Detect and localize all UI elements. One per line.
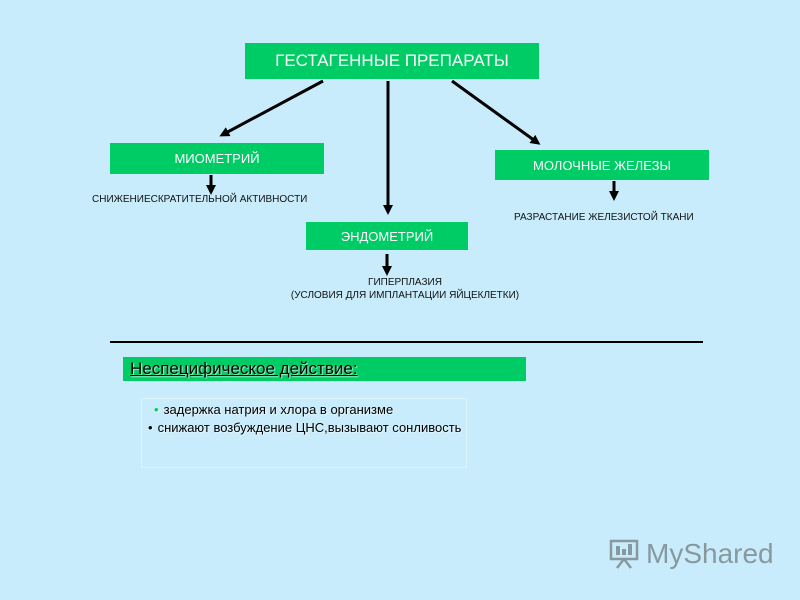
myometrium-label: МИОМЕТРИЙ (174, 151, 260, 166)
nonspecific-list: • задержка натрия и хлора в организме • сн… (141, 398, 467, 468)
divider (110, 341, 703, 343)
myometrium-effect: СНИЖЕНИЕСКРАТИТЕЛЬНОЙ АКТИВНОСТИ (92, 194, 308, 205)
title-label: ГЕСТАГЕННЫЕ ПРЕПАРАТЫ (275, 51, 509, 70)
list-item-text: снижают возбуждение ЦНС,вызывают сонливо… (157, 420, 462, 435)
endometrium-effect-line2: (УСЛОВИЯ ДЛЯ ИМПЛАНТАЦИИ ЯЙЦЕКЛЕТКИ) (290, 290, 520, 301)
arrow-title-to-myometrium (219, 79, 324, 137)
watermark-logo: MyShared (608, 538, 774, 570)
mammary-effect: РАЗРАСТАНИЕ ЖЕЛЕЗИСТОЙ ТКАНИ (514, 212, 694, 223)
list-item: • снижают возбуждение ЦНС,вызывают сонлив… (148, 420, 461, 435)
mammary-label: МОЛОЧНЫЕ ЖЕЛЕЗЫ (533, 157, 671, 173)
bullet-icon: • (154, 402, 159, 417)
endometrium-effect-line1: ГИПЕРПЛАЗИЯ (368, 277, 442, 288)
title-box: ГЕСТАГЕННЫЕ ПРЕПАРАТЫ (245, 43, 539, 79)
arrow-title-to-mammary (451, 79, 541, 145)
list-item: • задержка натрия и хлора в организме (154, 402, 393, 417)
watermark-text: MyShared (646, 538, 774, 569)
endometrium-effect: ГИПЕРПЛАЗИЯ (УСЛОВИЯ ДЛЯ ИМПЛАНТАЦИИ ЯЙЦ… (265, 276, 545, 302)
endometrium-box: ЭНДОМЕТРИЙ (306, 222, 468, 250)
list-item-text: задержка натрия и хлора в организме (163, 402, 394, 417)
myometrium-box: МИОМЕТРИЙ (110, 143, 324, 174)
nonspecific-header: Неспецифическое действие: (123, 357, 526, 381)
endometrium-label: ЭНДОМЕТРИЙ (340, 228, 434, 244)
nonspecific-title: Неспецифическое действие: (130, 359, 358, 378)
bullet-icon: • (148, 420, 153, 435)
mammary-box: МОЛОЧНЫЕ ЖЕЛЕЗЫ (495, 150, 709, 180)
presentation-board-icon (609, 539, 639, 569)
